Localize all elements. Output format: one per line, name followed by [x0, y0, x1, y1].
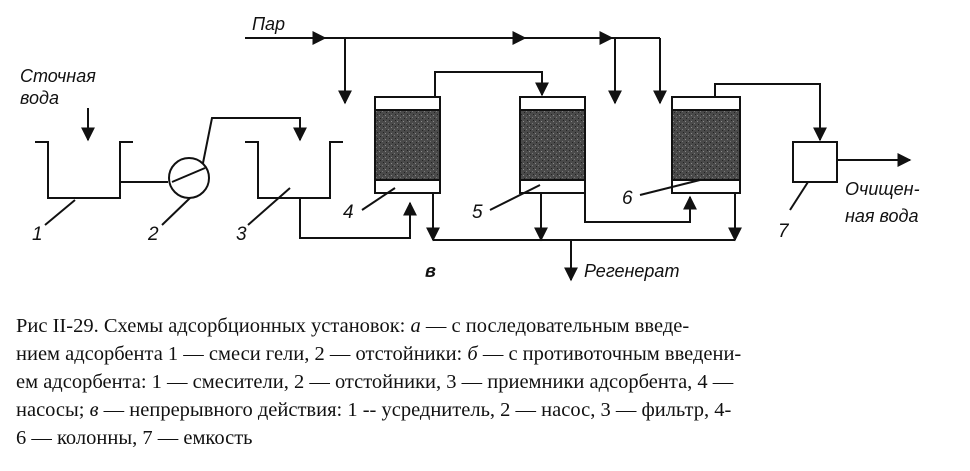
column-6 — [671, 96, 741, 194]
treated-water-label-line2: ная вода — [845, 206, 919, 226]
line-pump-to-filter — [202, 117, 307, 164]
number-3: 3 — [236, 224, 247, 245]
wastewater-label-line2: вода — [20, 88, 59, 108]
treated-water-label-line1: Очищен- — [845, 179, 920, 199]
averager-tank — [35, 141, 133, 199]
column-4 — [374, 96, 441, 194]
steam-label: Пар — [252, 14, 285, 34]
regenerate-label: Регенерат — [584, 261, 679, 281]
section-letter: в — [425, 261, 436, 281]
number-5: 5 — [472, 202, 483, 223]
line-column6-to-tank7 — [714, 83, 827, 142]
line-column4-to-column5 — [434, 71, 549, 97]
column-5 — [519, 96, 586, 194]
pump — [168, 157, 210, 199]
line-filter-to-column4 — [299, 198, 417, 239]
number-2: 2 — [147, 224, 159, 245]
filter-tank — [245, 141, 343, 199]
line-column5-to-column6 — [584, 193, 697, 223]
adsorption-scheme-diagram: Пар Сточная вода Регенерат в Очищен- ная… — [20, 14, 920, 282]
number-1: 1 — [32, 224, 43, 245]
wastewater-label-line1: Сточная — [20, 66, 96, 86]
number-4: 4 — [343, 202, 354, 223]
storage-tank-7 — [792, 141, 838, 183]
figure-caption: Рис II-29. Схемы адсорбционных установок… — [16, 315, 742, 449]
number-7: 7 — [778, 221, 790, 242]
number-6: 6 — [622, 188, 633, 209]
